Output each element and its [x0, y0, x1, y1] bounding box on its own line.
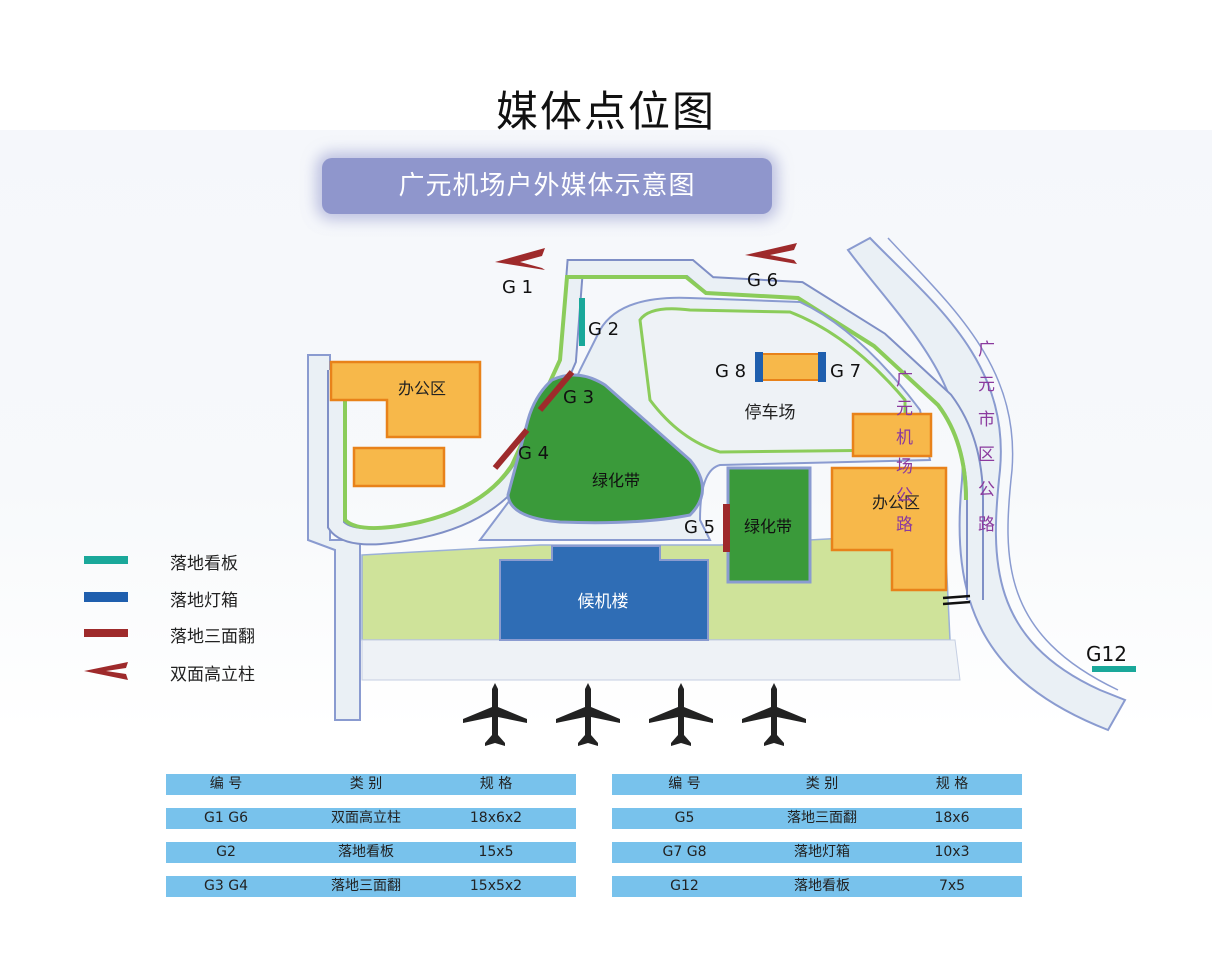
table-cell: 双面高立柱: [331, 810, 401, 826]
table-cell: 18x6: [934, 810, 970, 826]
table-cell: G3 G4: [204, 878, 248, 894]
g12-billboard-marker: [1092, 666, 1136, 672]
table-row: G1 G6 双面高立柱 18x6x2: [166, 808, 576, 829]
legend-item-triple-sign: 落地三面翻: [80, 618, 320, 648]
g12-label: G12: [1086, 642, 1127, 666]
table-cell: 10x3: [934, 844, 970, 860]
bridge-line-1: [942, 594, 971, 600]
table-header-cell: 类 别: [805, 776, 839, 792]
g5-triple-marker: [723, 504, 730, 552]
apron-road: [361, 639, 961, 681]
airplane-icon: [742, 683, 806, 746]
table-cell: 落地看板: [338, 844, 394, 860]
table-header-row: 编 号 类 别 规 格: [166, 774, 576, 795]
g5-label: G 5: [684, 517, 715, 538]
ring-road: [329, 261, 982, 600]
table-cell: G12: [670, 878, 699, 894]
city-road-edge: [887, 237, 1119, 691]
table-cell: 7x5: [938, 878, 966, 894]
office-block-4: [830, 466, 948, 592]
table-cell: 15x5x2: [469, 878, 523, 894]
media-g7-g8-box: [759, 353, 825, 381]
table-row: G7 G8 落地灯箱 10x3: [612, 842, 1022, 863]
terminal-building: [499, 545, 709, 641]
legend-label: 落地看板: [170, 554, 238, 574]
g7-lightbox-marker: [818, 352, 826, 382]
legend-label: 落地三面翻: [170, 627, 255, 647]
table-row: G12 落地看板 7x5: [612, 876, 1022, 897]
g3-triple-marker: [537, 370, 575, 412]
green-belt-label-1: 绿化带: [592, 471, 640, 490]
airplane-icon: [463, 683, 527, 746]
city-road-label: 广元市区公路: [974, 340, 995, 550]
g8-lightbox-marker: [755, 352, 763, 382]
table-header-row: 编 号 类 别 规 格: [612, 774, 1022, 795]
g3-label: G 3: [563, 387, 594, 408]
lightbox-swatch-icon: [84, 592, 128, 602]
g2-billboard-marker: [579, 298, 585, 346]
table-header-cell: 规 格: [935, 776, 969, 792]
g8-label: G 8: [715, 361, 746, 382]
table-header-cell: 编 号: [668, 776, 701, 792]
legend-label: 双面高立柱: [170, 665, 255, 685]
g4-label: G 4: [518, 443, 549, 464]
office-block-1: [329, 360, 482, 439]
airplane-icon: [649, 683, 713, 746]
legend-item-lightbox: 落地灯箱: [80, 582, 320, 612]
g7-label: G 7: [830, 361, 861, 382]
terminal-label: 候机楼: [578, 592, 629, 612]
office-block-3: [851, 412, 933, 458]
ring-road-greenline: [343, 275, 968, 531]
legend-item-billboard: 落地看板: [80, 545, 320, 575]
table-cell: G5: [674, 810, 695, 826]
green-belt-label-2: 绿化带: [744, 517, 792, 536]
bridge-line-2: [942, 600, 971, 606]
table-header-cell: 编 号: [209, 776, 243, 792]
office-label-1: 办公区: [398, 379, 446, 398]
table-cell: 落地灯箱: [794, 844, 850, 860]
legend-item-pillar: 双面高立柱: [80, 656, 320, 686]
triple-sign-swatch-icon: [84, 629, 128, 637]
office-block-2: [352, 446, 446, 488]
airplane-icon: [556, 683, 620, 746]
map-banner-title: 广元机场户外媒体示意图: [322, 158, 772, 214]
table-cell: G1 G6: [204, 810, 248, 826]
legend-label: 落地灯箱: [170, 591, 238, 611]
page-title: 媒体点位图: [495, 87, 716, 136]
table-cell: G7 G8: [662, 844, 707, 860]
table-cell: 15x5: [478, 844, 514, 860]
g6-label: G 6: [747, 270, 778, 291]
table-cell: 落地三面翻: [331, 878, 401, 894]
table-header-cell: 类 别: [349, 776, 383, 792]
parking-label: 停车场: [745, 403, 796, 423]
table-row: G3 G4 落地三面翻 15x5x2: [166, 876, 576, 897]
g1-pillar-marker: [495, 248, 545, 270]
airport-road-label: 广元机场公路: [892, 370, 913, 544]
g6-pillar-marker: [745, 243, 797, 264]
g1-label: G 1: [502, 277, 533, 298]
green-belt-1: [506, 373, 704, 525]
table-cell: 落地三面翻: [787, 810, 857, 826]
table-cell: G2: [216, 844, 236, 860]
pillar-swatch-icon: [84, 662, 128, 680]
g2-label: G 2: [588, 319, 619, 340]
green-belt-2: [726, 466, 812, 584]
g4-triple-marker: [492, 428, 530, 470]
table-header-cell: 规 格: [479, 776, 513, 792]
table-row: G2 落地看板 15x5: [166, 842, 576, 863]
table-cell: 落地看板: [794, 878, 850, 894]
table-row: G5 落地三面翻 18x6: [612, 808, 1022, 829]
office-label-2: 办公区: [872, 493, 920, 512]
billboard-swatch-icon: [84, 556, 128, 564]
table-cell: 18x6x2: [469, 810, 523, 826]
